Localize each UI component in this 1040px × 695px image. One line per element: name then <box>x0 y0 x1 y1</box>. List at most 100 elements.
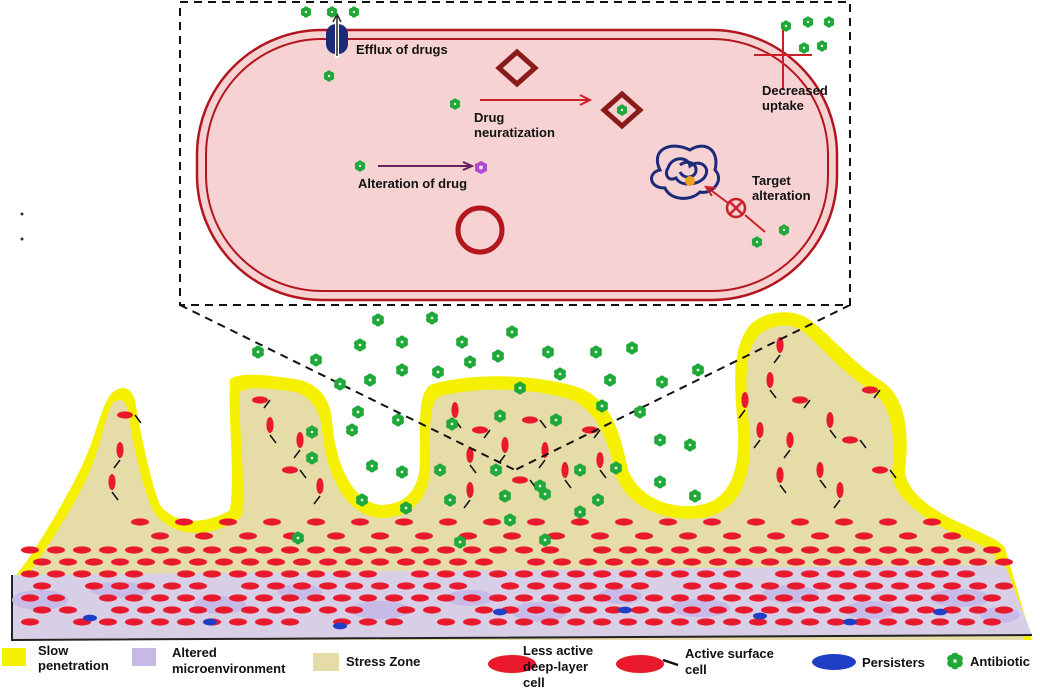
deep-layer-cell <box>151 546 169 554</box>
deep-layer-cell <box>761 558 779 566</box>
active-surface-cell <box>842 436 867 449</box>
deep-layer-cell <box>943 532 961 540</box>
deep-layer-cell <box>865 606 883 614</box>
active-surface-cell <box>872 466 897 479</box>
deep-layer-cell <box>853 570 871 578</box>
deep-layer-cell <box>761 582 779 590</box>
legend-altered-micro-2: microenvironment <box>172 661 286 676</box>
deep-layer-cell <box>905 594 923 602</box>
ribosome-ring <box>455 205 505 255</box>
deep-layer-cell <box>21 618 39 626</box>
deep-layer-cell <box>59 606 77 614</box>
antibiotic-icon <box>352 405 364 419</box>
legend-persister-cell <box>812 654 856 670</box>
deep-layer-cell <box>203 594 221 602</box>
deep-layer-cell <box>775 570 793 578</box>
deep-layer-cell <box>423 582 441 590</box>
antibiotic-icon <box>492 349 504 363</box>
deep-layer-cell <box>709 558 727 566</box>
deep-layer-cell <box>131 518 149 526</box>
antibiotic-icon <box>372 313 384 327</box>
deep-layer-cell <box>723 570 741 578</box>
deep-layer-cell <box>931 570 949 578</box>
deep-layer-cell <box>345 582 363 590</box>
deep-layer-cell <box>99 570 117 578</box>
deep-layer-cell <box>761 606 779 614</box>
deep-layer-cell <box>515 546 533 554</box>
deep-layer-cell <box>449 558 467 566</box>
deep-layer-cell <box>21 594 39 602</box>
deep-layer-cell <box>125 618 143 626</box>
active-surface-cell <box>113 442 124 469</box>
zoom-lines <box>179 304 851 471</box>
deep-layer-cell <box>73 570 91 578</box>
deep-layer-cell <box>923 518 941 526</box>
deep-layer-cell <box>527 582 545 590</box>
deep-layer-cell <box>723 618 741 626</box>
deep-layer-cell <box>111 606 129 614</box>
active-surface-cell <box>826 412 837 439</box>
deep-layer-cell <box>709 606 727 614</box>
decreased-uptake-label-2: uptake <box>762 98 804 113</box>
deep-layer-cell <box>411 570 429 578</box>
deep-layer-cell <box>775 594 793 602</box>
deep-layer-cell <box>21 570 39 578</box>
deep-layer-cell <box>163 558 181 566</box>
deep-layer-cell <box>645 594 663 602</box>
deep-layer-cell <box>255 618 273 626</box>
deep-layer-cell <box>423 606 441 614</box>
legend-swatch-altered-microenvironment <box>132 648 156 666</box>
deep-layer-cell <box>813 582 831 590</box>
deep-layer-cell <box>567 570 585 578</box>
antibiotic-icon <box>396 363 408 377</box>
antibiotic-icon <box>684 438 696 452</box>
antibiotic-icon <box>456 335 468 349</box>
deep-layer-cell <box>957 618 975 626</box>
base-edge <box>11 575 1033 642</box>
deep-layer-cell <box>645 618 663 626</box>
deep-layer-cell <box>293 606 311 614</box>
deep-layer-cell <box>891 606 909 614</box>
enzyme-diamond-icon <box>495 48 539 88</box>
deep-layer-cell <box>371 558 389 566</box>
deep-layer-cell <box>835 518 853 526</box>
zoom-box: Efflux of drugs Drug neuratization Alter… <box>179 1 851 306</box>
deep-layer-cell <box>839 606 857 614</box>
deep-layer-cell <box>333 594 351 602</box>
deep-layer-cell <box>241 558 259 566</box>
deep-layer-cell <box>775 618 793 626</box>
deep-layer-cell <box>855 532 873 540</box>
deep-layer-cell <box>47 570 65 578</box>
deep-layer-cell <box>723 532 741 540</box>
deep-layer-cell <box>359 594 377 602</box>
active-surface-cell <box>753 422 764 449</box>
deep-layer-cell <box>411 594 429 602</box>
deep-layer-cell <box>137 606 155 614</box>
deep-layer-cell <box>489 618 507 626</box>
active-surface-cell <box>792 396 811 409</box>
deep-layer-cell <box>489 570 507 578</box>
deep-layer-cell <box>215 558 233 566</box>
deep-layer-cell <box>645 570 663 578</box>
active-surface-cell <box>463 482 474 509</box>
deep-layer-cell <box>395 518 413 526</box>
legend-persisters: Persisters <box>862 655 925 670</box>
deep-layer-cell <box>811 532 829 540</box>
deep-layer-cell <box>541 570 559 578</box>
deep-layer-cell <box>475 606 493 614</box>
deep-layer-cell <box>437 546 455 554</box>
deep-layer-cell <box>787 606 805 614</box>
antibiotic-icon <box>590 345 602 359</box>
legend-slow-penetration-1: Slow <box>38 643 69 658</box>
decreased-uptake-label-1: Decreased <box>762 83 828 98</box>
deep-layer-cell <box>735 582 753 590</box>
deep-layer-cell <box>905 570 923 578</box>
deep-layer-cell <box>983 594 1001 602</box>
deep-layer-cell <box>657 606 675 614</box>
deep-layer-cell <box>619 594 637 602</box>
deep-layer-cell <box>501 582 519 590</box>
legend-swatch-stress-zone <box>313 653 339 671</box>
deep-layer-cell <box>385 594 403 602</box>
legend-active-surface-1: Active surface <box>685 646 774 661</box>
active-surface-cell <box>561 462 572 489</box>
